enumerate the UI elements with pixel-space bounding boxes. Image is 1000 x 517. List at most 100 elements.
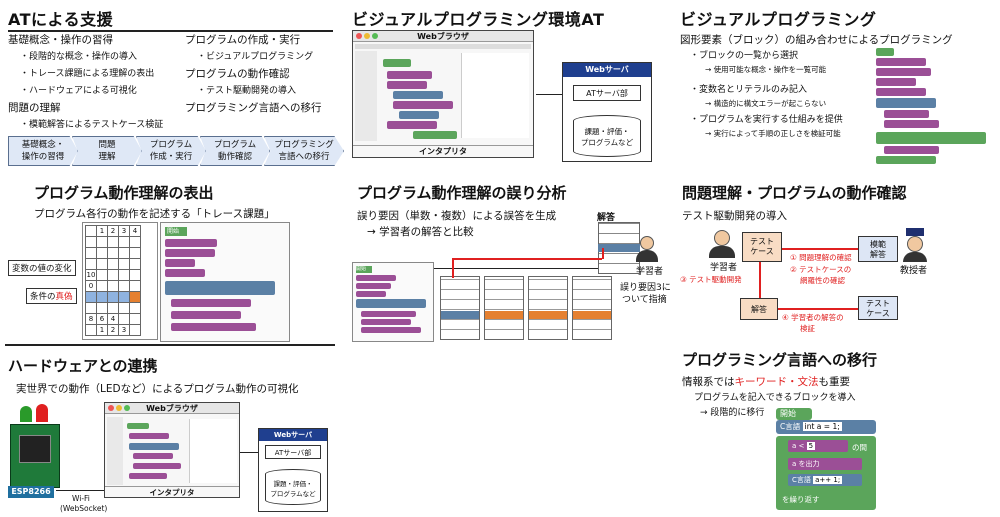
tdd-subtitle: テスト駆動開発の導入 (682, 210, 787, 222)
migration-line-1: 情報系ではキーワード・文法も重要 (682, 376, 850, 388)
section-title-hardware: ハードウェアとの連携 (8, 357, 158, 375)
wifi-line (56, 490, 104, 491)
trace-cell: 4 (107, 313, 119, 325)
error-arrow (602, 248, 604, 259)
block-palette (355, 51, 377, 141)
teacher-body (903, 252, 927, 262)
support-left-item: ・トレース課題による理解の表出 (20, 69, 155, 79)
teacher-hat (906, 228, 924, 236)
tdd-check-3: ③ テスト駆動開発 (680, 275, 742, 284)
tdd-check-2b: 網羅性の確認 (800, 276, 845, 285)
migration-line-2: プログラムを記入できるブロックを導入 (694, 393, 856, 403)
trace-cell (118, 291, 130, 303)
vp-bullet-1-sub: → 使用可能な概念・操作を一覧可能 (705, 65, 827, 74)
esp-label: ESP8266 (8, 486, 54, 498)
support-right-item: プログラミング言語への移行 (185, 102, 322, 114)
trace-cell (85, 258, 97, 270)
tdd-check-4b: 検証 (800, 324, 815, 333)
websocket-label: (WebSocket) (60, 504, 108, 513)
trace-cell (118, 269, 130, 281)
support-list-left: 基礎概念・操作の習得・段階的な概念・操作の導入・トレース課題による理解の表出・ハ… (8, 32, 188, 134)
trace-cell (129, 313, 141, 325)
model-answer-doc: 模範解答 (858, 236, 898, 262)
trace-cell (129, 247, 141, 259)
section-divider (8, 30, 333, 32)
trace-cell (96, 236, 108, 248)
section-divider (5, 344, 335, 346)
tdd-learner-label: 学習者 (710, 263, 738, 273)
vp-bullet-1: ・ブロックの一覧から選択 (690, 51, 799, 61)
trace-cell: 2 (107, 324, 119, 336)
support-left-item: 問題の理解 (8, 102, 61, 114)
browser-toolbar (355, 44, 531, 49)
label-variable-change: 変数の値の変化 (8, 260, 76, 276)
support-left-item: ・ハードウェアによる可視化 (20, 86, 137, 96)
support-left-item: 基礎概念・操作の習得 (8, 34, 113, 46)
trace-cell (96, 291, 108, 303)
hw-at-server-part: ATサーバ部 (265, 445, 321, 459)
trace-cell (129, 302, 141, 314)
trace-header-cell: 3 (118, 225, 130, 237)
answer-variant-table (572, 276, 612, 340)
trace-cell (118, 313, 130, 325)
trace-cell (129, 269, 141, 281)
learner-body (636, 250, 658, 262)
block-program-image (870, 46, 994, 166)
support-left-item: ・段階的な概念・操作の導入 (20, 52, 138, 62)
answer-row-highlight (598, 244, 640, 252)
esp-chip (19, 435, 51, 463)
led-green (20, 406, 32, 422)
trace-cell (118, 280, 130, 292)
support-left-item: ・模範解答によるテストケース検証 (20, 120, 164, 130)
connection-line (536, 94, 562, 95)
trace-cell (118, 247, 130, 259)
error-subtitle: 誤り要因（単数・複数）による誤答を生成 (357, 210, 557, 222)
vp-bullet-2: ・変数名とリテラルのみ記入 (690, 85, 808, 95)
trace-program: 開始 (160, 222, 290, 342)
answer-variant-highlight (573, 311, 611, 319)
tdd-check-4: ④ 学習者の解答の (782, 313, 844, 322)
hw-browser-window: Webブラウザ インタプリタ (104, 402, 240, 498)
hw-web-server-title: Webサーバ (259, 429, 327, 441)
trace-cell (118, 302, 130, 314)
migration-line-3: → 段階的に移行 (700, 408, 765, 418)
c-start-block: 開始 (776, 408, 812, 420)
answer-variant-table (440, 276, 480, 340)
error-arrow-top (452, 258, 602, 260)
answer-variant-table (484, 276, 524, 340)
start-block: 開始 (165, 227, 187, 236)
trace-cell (107, 302, 119, 314)
hw-database: 課題・評価・プログラムなど (265, 469, 321, 505)
trace-cell: 8 (85, 313, 97, 325)
error-arrow (452, 258, 454, 278)
trace-cell (129, 291, 141, 303)
flow-step: 問題理解 (72, 136, 142, 166)
section-title-at-support: ATによる支援 (8, 10, 114, 29)
testcase-doc-learner: テストケース (742, 232, 782, 262)
trace-cell (85, 236, 97, 248)
at-server-part: ATサーバ部 (573, 85, 641, 101)
section-title-at-environment: ビジュアルプログラミング環境AT (352, 10, 605, 29)
c-decl-block: C言語 int a = 1; (776, 420, 876, 434)
answer-variant-table (528, 276, 568, 340)
vp-intro: 図形要素（ブロック）の組み合わせによるプログラミング (680, 34, 953, 46)
section-title-error-analysis: プログラム動作理解の誤り分析 (357, 184, 567, 202)
support-flow: 基礎概念・操作の習得問題理解プログラム作成・実行プログラム動作確認プログラミング… (8, 136, 344, 168)
learner-icon (640, 236, 654, 250)
web-server-box: Webサーバ ATサーバ部 課題・評価・プログラムなど (562, 62, 652, 162)
label-condition: 条件の真偽 (26, 288, 77, 304)
hw-interpreter-label: インタプリタ (105, 486, 239, 497)
hw-web-server-box: Webサーバ ATサーバ部 課題・評価・プログラムなど (258, 428, 328, 512)
web-server-title: Webサーバ (563, 63, 651, 77)
trace-cell (85, 247, 97, 259)
interpreter-label: インタプリタ (353, 145, 533, 157)
trace-cell (118, 236, 130, 248)
trace-cell: 10 (85, 269, 97, 281)
trace-cell (107, 247, 119, 259)
trace-cell (118, 258, 130, 270)
esp-board (10, 424, 60, 488)
trace-cell (85, 302, 97, 314)
answer-variant-highlight (441, 311, 479, 319)
